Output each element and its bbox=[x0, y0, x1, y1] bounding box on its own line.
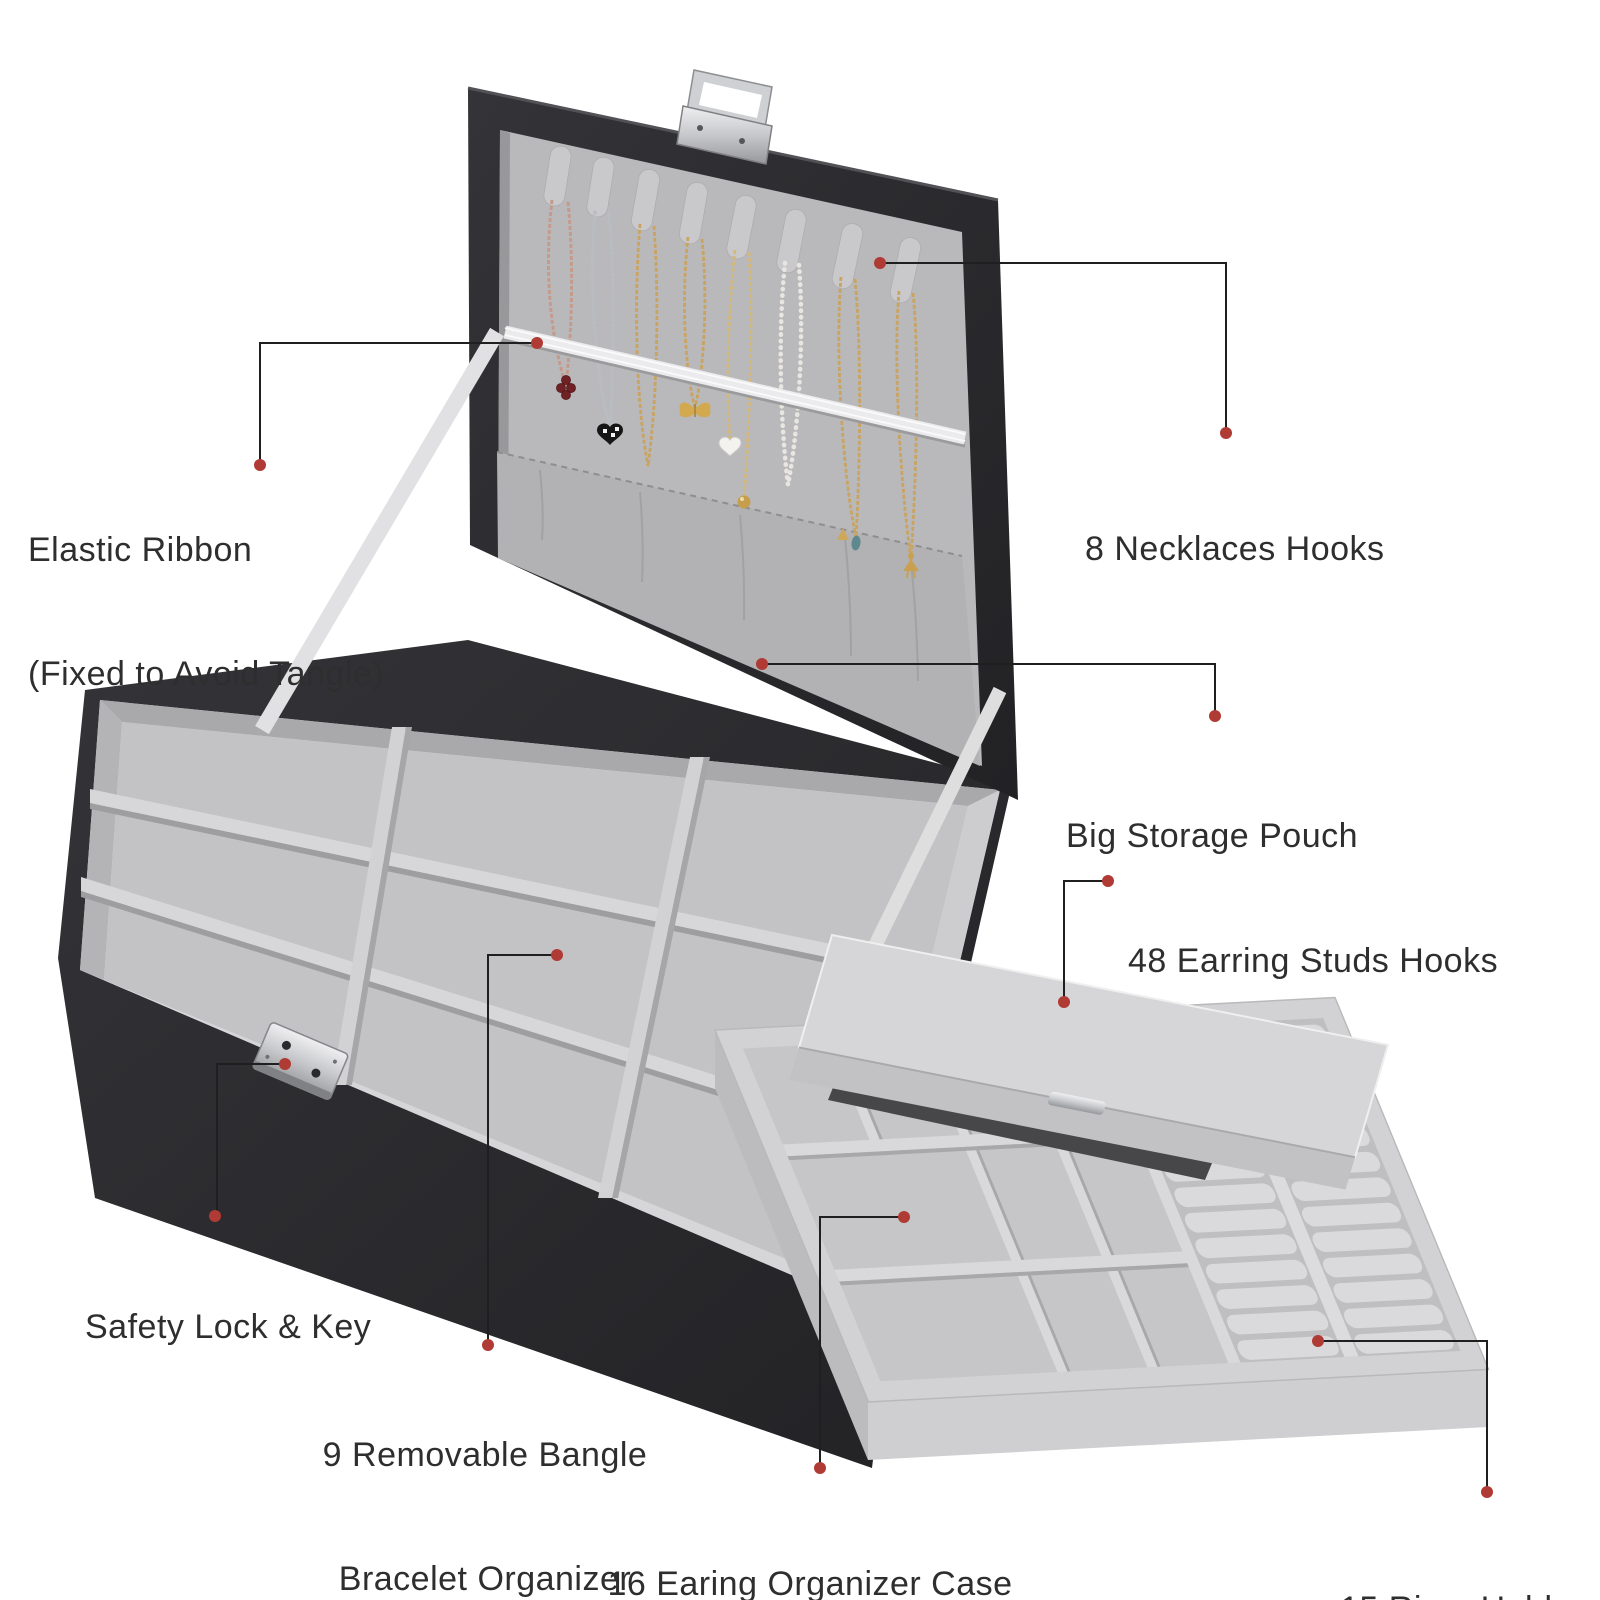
label-ring-holder: 15 Ring Holder bbox=[1340, 1506, 1584, 1600]
label-necklace-hooks-line1: 8 Necklaces Hooks bbox=[1085, 529, 1385, 568]
label-bangle-organizer: 9 Removable Bangle Bracelet Organizer bbox=[270, 1352, 700, 1600]
label-safety-lock-line1: Safety Lock & Key bbox=[85, 1307, 372, 1346]
label-earring-case: 16 Earing Organizer Case ( 12 Removable … bbox=[590, 1481, 1030, 1600]
lid-card-edge bbox=[789, 1047, 1356, 1190]
callout-line-elastic-ribbon bbox=[259, 342, 537, 462]
shell-pendant bbox=[837, 528, 849, 540]
butterfly-pendant bbox=[679, 402, 711, 418]
box-left-wall bbox=[80, 700, 122, 980]
support-strap-left bbox=[255, 327, 504, 735]
callout-line-ring-holder bbox=[1318, 1340, 1488, 1489]
tray-front-wall bbox=[868, 1369, 1488, 1460]
clover-pendant bbox=[556, 375, 576, 400]
label-bangle-organizer-line1: 9 Removable Bangle bbox=[322, 1435, 648, 1474]
elastic-ribbon bbox=[503, 325, 967, 448]
necklace-pendants bbox=[556, 375, 919, 579]
callout-line-bangle-organizer bbox=[487, 954, 557, 1342]
callout-line-safety-lock bbox=[216, 1063, 285, 1213]
box-back-wall bbox=[100, 700, 1000, 806]
lid-clasp bbox=[676, 69, 773, 165]
ballerina-pendant bbox=[903, 553, 919, 579]
earring-studs-lid-card bbox=[789, 933, 1390, 1190]
label-elastic-ribbon-line1: Elastic Ribbon bbox=[28, 530, 253, 569]
label-earring-studs-hooks: 48 Earring Studs Hooks bbox=[1128, 858, 1498, 1065]
label-elastic-ribbon: Elastic Ribbon (Fixed to Avoid Tangle) bbox=[28, 447, 384, 779]
label-elastic-ribbon-line2: (Fixed to Avoid Tangle) bbox=[28, 655, 385, 694]
label-safety-lock: Safety Lock & Key bbox=[85, 1224, 371, 1431]
callout-line-big-storage-pouch bbox=[762, 663, 1216, 713]
storage-pouch bbox=[496, 451, 980, 766]
checkered-heart-pendant bbox=[597, 423, 623, 445]
callout-line-necklace-hooks bbox=[880, 262, 1227, 430]
callout-line-earring-studs bbox=[1063, 880, 1105, 1000]
bangle-compartment-dividers bbox=[81, 727, 960, 1198]
necklace-hooks bbox=[543, 145, 922, 304]
support-strap-right bbox=[865, 686, 1007, 956]
gold-ball-pendant bbox=[737, 495, 751, 509]
label-bangle-organizer-line2: Bracelet Organizer bbox=[338, 1560, 632, 1599]
label-necklace-hooks: 8 Necklaces Hooks bbox=[1085, 446, 1385, 653]
callouts bbox=[216, 262, 1488, 1489]
label-big-storage-pouch-line1: Big Storage Pouch bbox=[1066, 816, 1359, 855]
safety-lock bbox=[252, 1022, 349, 1101]
callout-dots bbox=[209, 257, 1493, 1498]
tray-left-wall bbox=[715, 1030, 868, 1460]
lid-support-straps bbox=[255, 327, 1007, 956]
teal-drop-pendant bbox=[851, 535, 861, 551]
label-big-storage-pouch: Big Storage Pouch bbox=[1066, 733, 1358, 940]
white-heart-pendant bbox=[718, 436, 742, 457]
label-ring-holder-line1: 15 Ring Holder bbox=[1340, 1589, 1584, 1600]
label-earring-case-line1: 16 Earing Organizer Case bbox=[607, 1564, 1013, 1600]
stacking-tray bbox=[713, 933, 1490, 1460]
label-earring-studs-line1: 48 Earring Studs Hooks bbox=[1128, 941, 1499, 980]
callout-line-earring-case bbox=[819, 1216, 904, 1465]
lid-card-latch bbox=[1047, 1091, 1106, 1115]
